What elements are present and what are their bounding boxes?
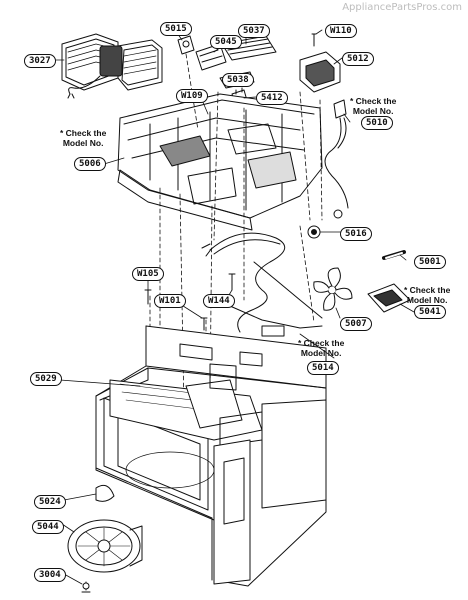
callout-5045: 5045 [210,35,242,49]
check-note-line1: * Check the [350,96,397,106]
turntable-parts [67,484,143,593]
top-small-parts [177,33,349,219]
callout-5037: 5037 [238,24,270,38]
check-note-line1: * Check the [404,285,451,295]
callout-3004: 3004 [34,568,66,582]
callout-5001: 5001 [414,255,446,269]
check-model-note-5041: * Check the Model No. [404,285,450,305]
fan-motor-assembly-3027 [61,33,163,99]
upper-housing-5006 [117,93,323,231]
callout-5012: 5012 [342,52,374,66]
callout-5038: 5038 [222,73,254,87]
callout-5006: 5006 [74,157,106,171]
watermark: AppliancePartsPros.com [342,2,462,13]
callout-5029: 5029 [30,372,62,386]
callout-3027: 3027 [24,54,56,68]
callout-5016: 5016 [340,227,372,241]
callout-5010: 5010 [361,116,393,130]
callout-W144: W144 [203,294,235,308]
check-note-line1: * Check the [298,338,345,348]
callout-W109: W109 [176,89,208,103]
callout-5044: 5044 [32,520,64,534]
check-model-note-5010: * Check the Model No. [350,96,396,116]
callout-5007: 5007 [340,317,372,331]
check-model-note-5006: * Check the Model No. [60,128,106,148]
oven-cavity-5029 [95,325,327,587]
callout-5024: 5024 [34,495,66,509]
check-note-line2: Model No. [352,106,394,116]
check-note-line1: * Check the [60,128,107,138]
callout-5014: 5014 [307,361,339,375]
check-note-line2: Model No. [300,348,342,358]
check-note-line2: Model No. [62,138,104,148]
callout-5041: 5041 [414,305,446,319]
check-model-note-5014: * Check the Model No. [298,338,344,358]
check-note-line2: Model No. [406,295,448,305]
callout-W105: W105 [132,267,164,281]
callout-5412: 5412 [256,91,288,105]
callout-W101: W101 [154,294,186,308]
callout-W110: W110 [325,24,357,38]
callout-5015: 5015 [160,22,192,36]
